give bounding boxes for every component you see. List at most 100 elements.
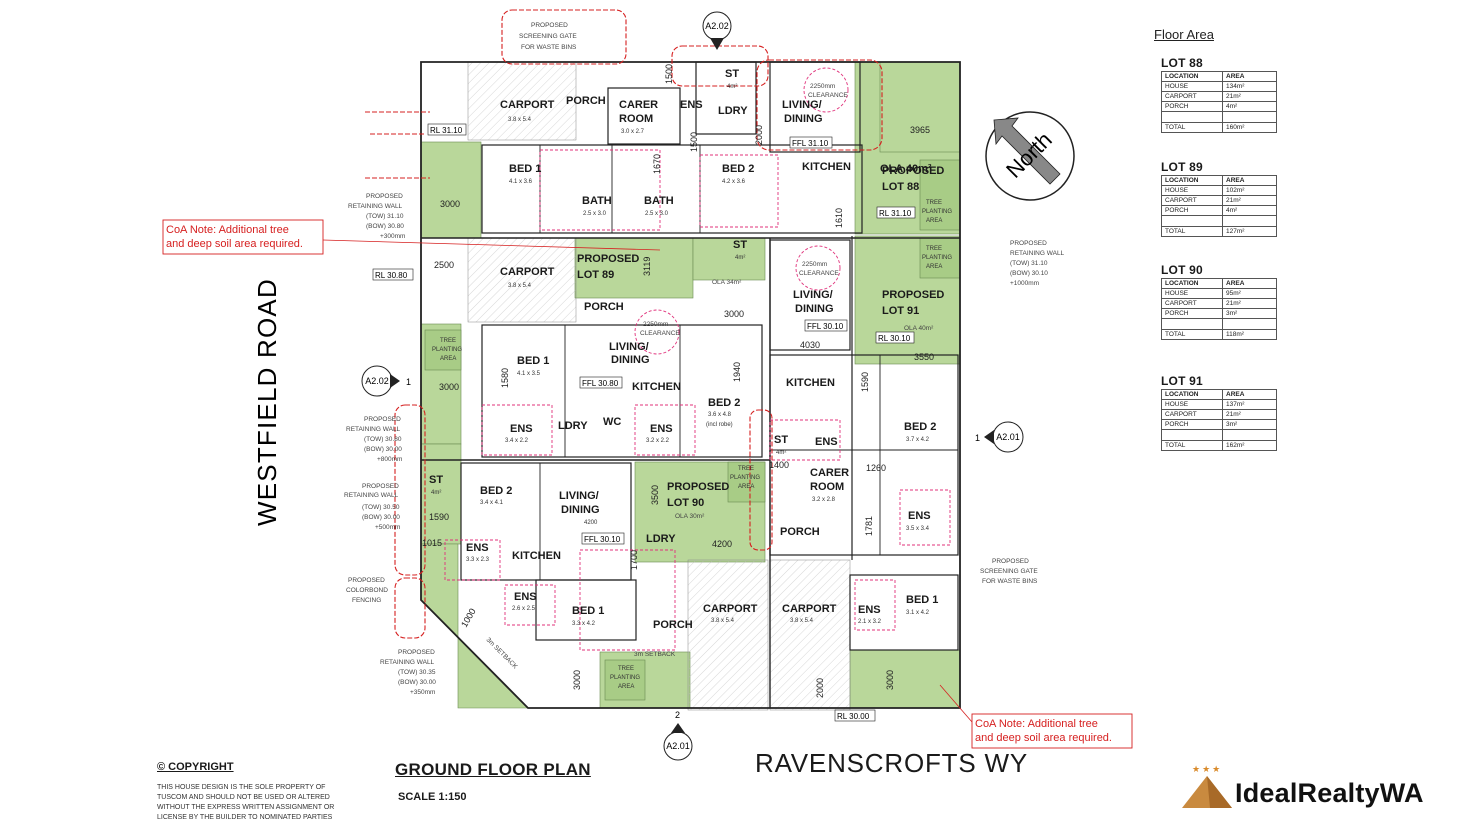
svg-text:AREA: AREA: [926, 218, 942, 224]
svg-text:2.1 x 3.2: 2.1 x 3.2: [858, 619, 882, 625]
svg-text:PORCH: PORCH: [584, 301, 624, 313]
svg-text:3.7 x 4.2: 3.7 x 4.2: [906, 437, 930, 443]
svg-text:CARER: CARER: [619, 99, 658, 111]
svg-text:ENS: ENS: [466, 542, 489, 554]
svg-text:1: 1: [975, 433, 980, 443]
svg-text:KITCHEN: KITCHEN: [632, 381, 681, 393]
svg-text:BATH: BATH: [644, 195, 674, 207]
svg-text:3000: 3000: [440, 199, 460, 209]
svg-text:1781: 1781: [864, 516, 874, 536]
section-marker-top: A2.02: [702, 11, 732, 50]
svg-text:(BOW) 30.00: (BOW) 30.00: [398, 679, 436, 686]
svg-text:RL 31.10: RL 31.10: [879, 209, 912, 218]
svg-text:and deep soil area required.: and deep soil area required.: [975, 732, 1112, 744]
svg-text:ROOM: ROOM: [810, 481, 844, 493]
svg-text:1610: 1610: [834, 208, 844, 228]
svg-text:LOT 91: LOT 91: [882, 305, 919, 317]
svg-text:2.5 x 3.0: 2.5 x 3.0: [583, 211, 607, 217]
svg-text:OLA 40m²: OLA 40m²: [880, 163, 932, 175]
svg-text:KITCHEN: KITCHEN: [512, 550, 561, 562]
svg-text:3000: 3000: [724, 309, 744, 319]
svg-text:BED 2: BED 2: [480, 485, 512, 497]
svg-text:4m²: 4m²: [431, 490, 441, 496]
svg-text:ENS: ENS: [815, 436, 838, 448]
svg-text:+800mm: +800mm: [377, 456, 402, 463]
svg-text:3550: 3550: [914, 352, 934, 362]
road-west-label: WESTFIELD ROAD: [252, 278, 282, 526]
svg-text:CoA Note: Additional tree: CoA Note: Additional tree: [975, 718, 1098, 730]
svg-text:PORCH: PORCH: [566, 95, 606, 107]
svg-text:FFL 31.10: FFL 31.10: [792, 139, 829, 148]
rooms-lot-89: CARPORT 3.8 x 5.4 PORCH ST 4m² OLA 34m² …: [500, 239, 747, 444]
svg-text:PLANTING: PLANTING: [922, 255, 952, 261]
svg-text:1700: 1700: [629, 550, 639, 570]
svg-text:2250mm: 2250mm: [810, 83, 835, 90]
svg-text:3.8 x 5.4: 3.8 x 5.4: [508, 117, 532, 123]
svg-text:2250mm: 2250mm: [802, 261, 827, 268]
svg-text:1580: 1580: [500, 368, 510, 388]
pyramid-icon: [1182, 776, 1232, 808]
svg-text:1000: 1000: [459, 607, 478, 629]
svg-text:CARPORT: CARPORT: [500, 266, 555, 278]
svg-text:PROPOSED: PROPOSED: [348, 577, 385, 584]
svg-text:PROPOSED: PROPOSED: [362, 483, 399, 490]
svg-text:DINING: DINING: [611, 354, 650, 366]
north-arrow: North: [985, 111, 1075, 201]
coa-note-right: CoA Note: Additional tree and deep soil …: [971, 713, 1133, 749]
svg-text:2000: 2000: [815, 678, 825, 698]
svg-text:4200: 4200: [712, 539, 732, 549]
svg-text:CARPORT: CARPORT: [500, 99, 555, 111]
svg-text:PROPOSED: PROPOSED: [398, 649, 435, 656]
svg-text:BED 2: BED 2: [708, 397, 740, 409]
svg-text:1400: 1400: [769, 460, 789, 470]
svg-text:LOT 88: LOT 88: [882, 181, 919, 193]
svg-text:ENS: ENS: [680, 99, 703, 111]
svg-text:3.8 x 5.4: 3.8 x 5.4: [790, 618, 814, 624]
rooms-lot-90: ST 4m² BED 2 3.4 x 4.1 LIVING/ DINING 42…: [429, 338, 760, 690]
svg-text:PLANTING: PLANTING: [730, 475, 760, 481]
svg-text:BED 2: BED 2: [722, 163, 754, 175]
svg-text:DINING: DINING: [784, 113, 823, 125]
svg-text:3119: 3119: [642, 257, 652, 276]
plan-scale: SCALE 1:150: [398, 791, 467, 803]
svg-text:(TOW) 30.80: (TOW) 30.80: [364, 436, 402, 443]
svg-text:3000: 3000: [572, 670, 582, 690]
clearance-zones: [444, 67, 951, 651]
svg-text:KITCHEN: KITCHEN: [786, 377, 835, 389]
svg-text:(incl robe): (incl robe): [706, 422, 733, 428]
svg-text:CLEARANCE: CLEARANCE: [808, 92, 848, 99]
svg-text:(BOW) 30.00: (BOW) 30.00: [362, 514, 400, 521]
svg-text:BED 1: BED 1: [906, 594, 938, 606]
section-marker-left: A2.02 1: [361, 365, 411, 397]
svg-text:2250mm: 2250mm: [643, 321, 668, 328]
svg-text:RETAINING WALL: RETAINING WALL: [380, 659, 435, 666]
svg-text:BED 1: BED 1: [517, 355, 549, 367]
svg-text:AREA: AREA: [738, 484, 754, 490]
svg-text:3.1 x 4.2: 3.1 x 4.2: [906, 610, 930, 616]
level-tags: FFL 31.10 RL 31.10 FFL 30.80 RL 30.80 FF…: [372, 123, 916, 722]
side-annotations: PROPOSED SCREENING GATE FOR WASTE BINS P…: [344, 22, 1065, 696]
svg-text:1670: 1670: [652, 154, 662, 174]
svg-text:TREE: TREE: [738, 466, 754, 472]
svg-text:4.2 x 3.6: 4.2 x 3.6: [722, 179, 746, 185]
svg-text:PLANTING: PLANTING: [610, 675, 640, 681]
svg-text:ENS: ENS: [858, 604, 881, 616]
svg-text:PROPOSED: PROPOSED: [364, 416, 401, 423]
svg-text:SCREENING GATE: SCREENING GATE: [519, 33, 577, 40]
svg-text:KITCHEN: KITCHEN: [802, 161, 851, 173]
svg-text:FOR WASTE BINS: FOR WASTE BINS: [521, 44, 577, 51]
svg-text:RL 31.10: RL 31.10: [430, 126, 463, 135]
svg-text:ST: ST: [733, 239, 747, 251]
brand-logo: ★★★ IdealRealtyWA: [1180, 764, 1465, 812]
svg-text:RL 30.00: RL 30.00: [837, 712, 870, 721]
svg-text:3.2 x 2.8: 3.2 x 2.8: [812, 497, 836, 503]
floor-area-title: Floor Area: [1154, 27, 1214, 42]
svg-text:CLEARANCE: CLEARANCE: [640, 330, 680, 337]
svg-text:PROPOSED: PROPOSED: [531, 22, 568, 29]
svg-text:LIVING/: LIVING/: [782, 99, 822, 111]
svg-text:3.4 x 4.1: 3.4 x 4.1: [480, 500, 504, 506]
